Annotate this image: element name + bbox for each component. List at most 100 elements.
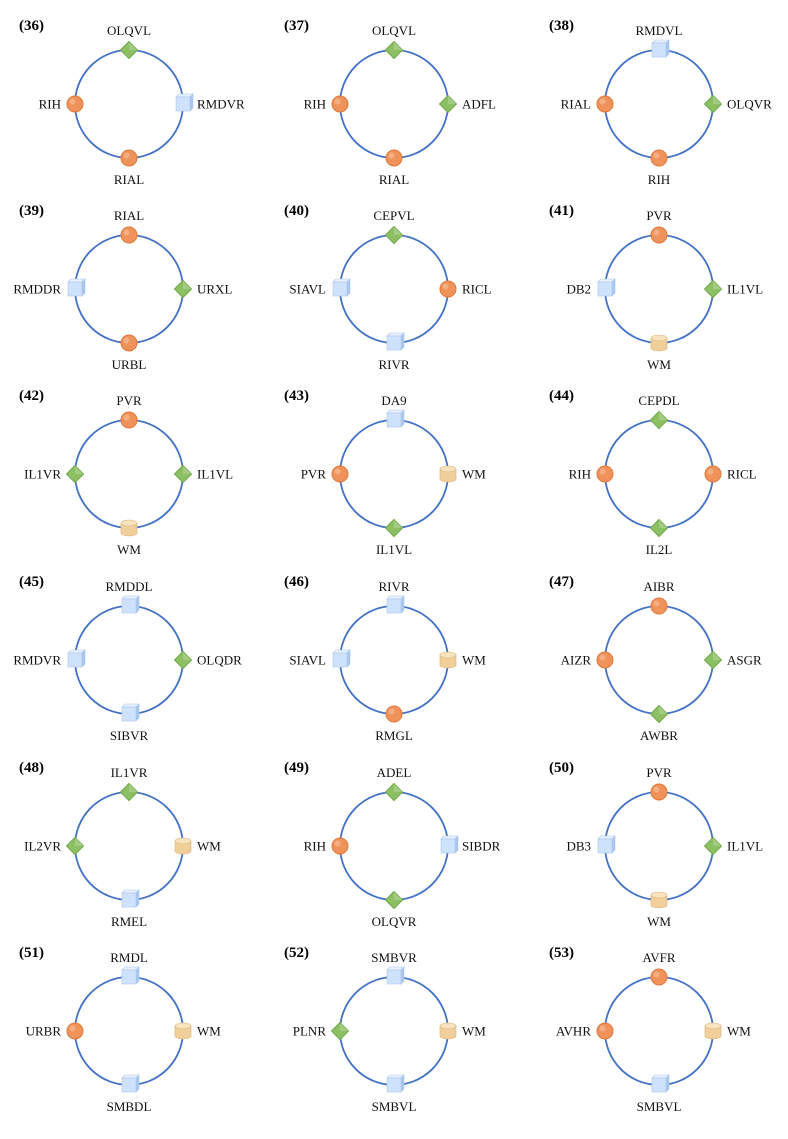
cube-icon	[651, 1074, 670, 1093]
motif-ring	[604, 419, 714, 529]
motif-ring	[604, 49, 714, 159]
motif-ring	[604, 791, 714, 901]
motif-ring	[339, 234, 449, 344]
node-label-bottom: SMBVL	[372, 1099, 417, 1114]
cube-icon	[121, 703, 140, 722]
node-label-bottom: RIVR	[378, 357, 409, 372]
motif-ring	[339, 49, 449, 159]
motif-number-label: (42)	[19, 388, 44, 404]
diamond-icon	[384, 225, 404, 245]
cylinder-icon	[650, 334, 668, 352]
circle-icon	[704, 465, 722, 483]
motif-ring	[74, 605, 184, 715]
cube-icon	[386, 595, 405, 614]
node-label-left: RMDDR	[13, 282, 61, 297]
circle-icon	[385, 705, 403, 723]
node-label-top: PVR	[116, 393, 142, 408]
motif-ring	[604, 234, 714, 344]
node-label-top: AVFR	[642, 950, 675, 965]
node-label-left: RIAL	[561, 97, 591, 112]
node-label-right: WM	[197, 1024, 221, 1039]
cube-icon	[597, 835, 616, 854]
node-label-right: WM	[462, 653, 486, 668]
diamond-icon	[649, 410, 669, 430]
node-label-bottom: URBL	[112, 357, 147, 372]
node-label-right: RICL	[727, 467, 757, 482]
node-label-right: WM	[197, 839, 221, 854]
motif-number-label: (41)	[549, 203, 574, 219]
diamond-icon	[330, 1021, 350, 1041]
circle-icon	[120, 226, 138, 244]
circle-icon	[120, 411, 138, 429]
node-label-bottom: RIH	[648, 172, 670, 187]
cube-icon	[386, 409, 405, 428]
node-label-left: RIH	[304, 97, 326, 112]
cube-icon	[386, 1074, 405, 1093]
diamond-icon	[649, 518, 669, 538]
motif-number-label: (43)	[284, 388, 309, 404]
circle-icon	[331, 837, 349, 855]
diamond-icon	[649, 704, 669, 724]
node-label-right: OLQDR	[197, 653, 242, 668]
node-label-bottom: WM	[647, 357, 671, 372]
cube-icon	[440, 835, 459, 854]
node-label-bottom: WM	[117, 542, 141, 557]
cube-icon	[332, 649, 351, 668]
node-label-left: AVHR	[556, 1024, 591, 1039]
circle-icon	[650, 783, 668, 801]
cube-icon	[121, 595, 140, 614]
motif-ring	[74, 976, 184, 1086]
node-label-top: PVR	[646, 208, 672, 223]
motif-number-label: (49)	[284, 760, 309, 776]
node-label-top: PVR	[646, 765, 672, 780]
diamond-icon	[384, 782, 404, 802]
motif-ring	[339, 976, 449, 1086]
cube-icon	[332, 278, 351, 297]
node-label-bottom: AWBR	[640, 728, 678, 743]
diamond-icon	[119, 782, 139, 802]
node-label-top: DA9	[381, 393, 406, 408]
cube-icon	[175, 93, 194, 112]
node-label-right: ASGR	[727, 653, 762, 668]
cube-icon	[121, 966, 140, 985]
node-label-right: WM	[462, 1024, 486, 1039]
node-label-bottom: SIBVR	[110, 728, 149, 743]
cylinder-icon	[174, 1022, 192, 1040]
node-label-bottom: RIAL	[379, 172, 409, 187]
circle-icon	[650, 597, 668, 615]
circle-icon	[650, 226, 668, 244]
cylinder-icon	[650, 891, 668, 909]
node-label-right: IL1VL	[727, 282, 763, 297]
node-label-left: AIZR	[561, 653, 592, 668]
node-label-top: CEPVL	[373, 208, 414, 223]
node-label-bottom: WM	[647, 914, 671, 929]
cylinder-icon	[174, 837, 192, 855]
circle-icon	[66, 1022, 84, 1040]
node-label-top: RMDVL	[636, 23, 683, 38]
diamond-icon	[65, 464, 85, 484]
node-label-top: RMDDL	[106, 579, 153, 594]
cube-icon	[386, 966, 405, 985]
diamond-icon	[173, 279, 193, 299]
motif-number-label: (51)	[19, 945, 44, 961]
node-label-bottom: OLQVR	[372, 914, 417, 929]
node-label-right: IL1VL	[197, 467, 233, 482]
node-label-left: RMDVR	[13, 653, 61, 668]
circle-icon	[650, 149, 668, 167]
node-label-top: RIVR	[378, 579, 409, 594]
cube-icon	[67, 649, 86, 668]
motif-number-label: (46)	[284, 574, 309, 590]
motif-number-label: (44)	[549, 388, 574, 404]
circle-icon	[385, 149, 403, 167]
